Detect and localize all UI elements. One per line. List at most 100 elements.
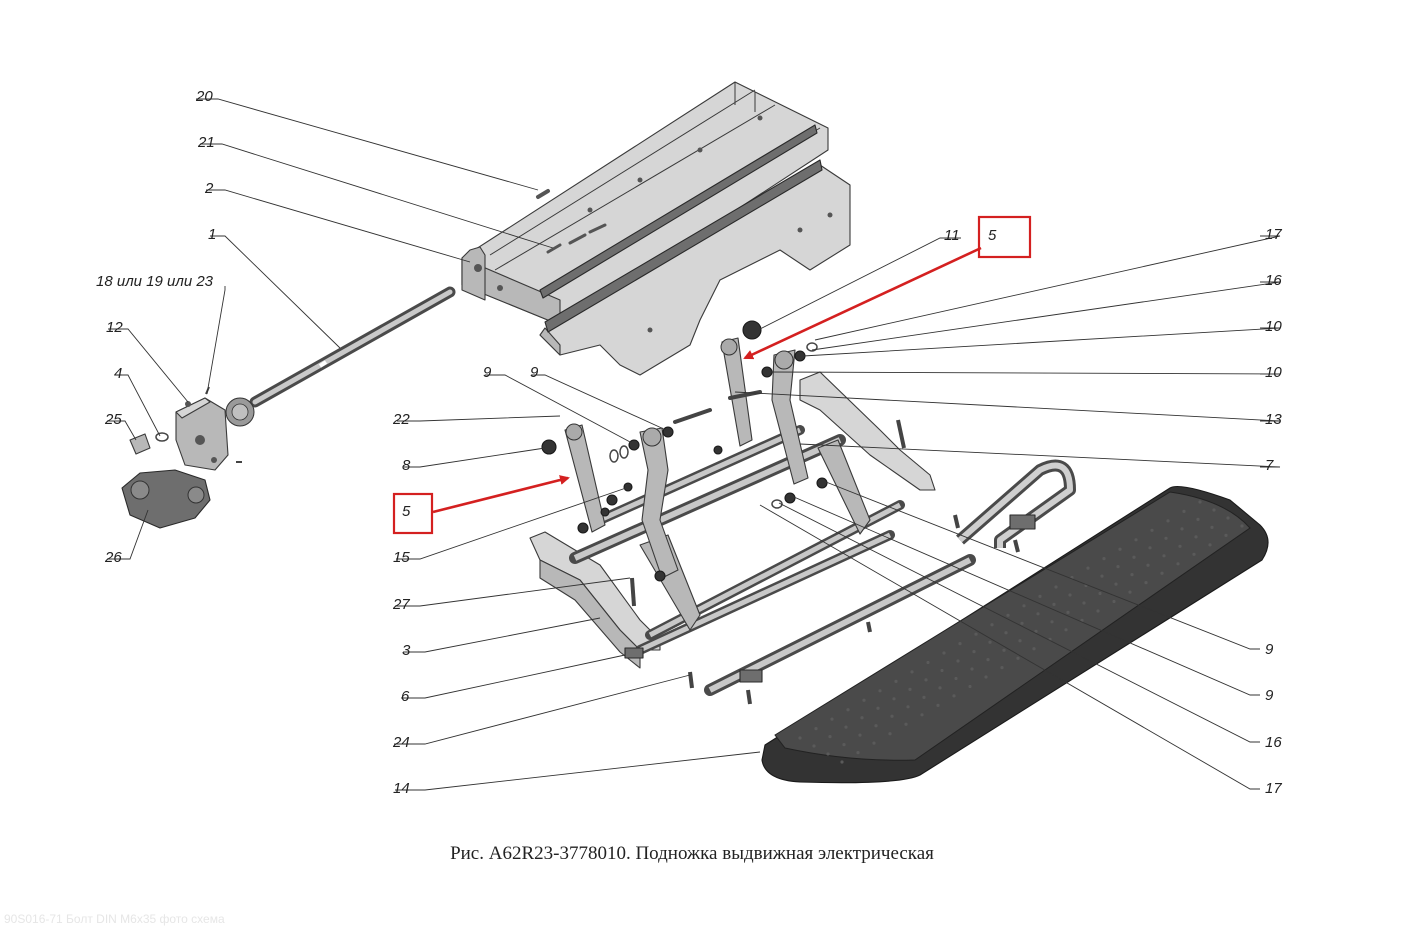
highlight-part-5 [392,215,1032,535]
tread-dot [938,686,942,690]
callout-10-a: 10 [1265,318,1282,335]
callout-7: 7 [1265,457,1274,474]
linkage-levers [564,337,809,579]
tread-dot [876,706,880,710]
tread-dot [1016,656,1020,660]
tread-dot [1020,621,1024,625]
callout-22: 22 [392,411,410,428]
callout-27: 27 [392,596,410,613]
tread-dot [830,717,834,721]
tread-dot [878,689,882,693]
callout-25: 25 [104,411,122,428]
callout-9-right-a: 9 [1265,641,1274,658]
callout-16-bottom: 16 [1265,734,1282,751]
leader-lines [107,98,1281,791]
tread-dot [1066,610,1070,615]
tread-dot [1240,524,1244,528]
tread-dot [1052,602,1056,607]
callout-4: 4 [114,365,122,382]
tread-dot [922,695,926,700]
tread-dot [1144,581,1148,585]
callout-17-bottom: 17 [1265,780,1282,797]
tread-dot [986,658,990,662]
tread-dot [1064,628,1068,632]
tread-dot [968,684,972,689]
tread-dot [1160,571,1164,575]
tread-dot [1080,618,1084,623]
tread-dot [858,733,862,737]
tread-dot [1162,554,1166,558]
tread-dot [1116,565,1120,569]
callout-20: 20 [195,88,213,105]
tread-dot [1002,648,1006,652]
tread-dot [1114,582,1118,586]
drive-shaft [249,286,456,408]
tread-dot [1086,566,1090,570]
callout-labels: 20 21 2 1 18 или 19 или 23 12 4 25 26 9 … [96,88,1282,797]
tread-dot [892,697,896,701]
tread-dot [988,640,992,644]
tread-dot [1004,631,1008,635]
callout-15: 15 [393,549,410,566]
tread-dot [926,660,930,665]
callout-12: 12 [106,319,123,336]
tread-dot [842,743,846,747]
tread-dot [826,752,830,756]
tread-dot [890,714,894,718]
tread-dot [872,741,876,745]
tread-dot [1176,562,1180,566]
tread-dot [1198,500,1202,504]
tread-dot [1098,591,1102,596]
tread-dot [1194,535,1198,539]
callout-26: 26 [104,549,122,566]
tread-dot [904,722,908,726]
callout-16-top: 16 [1265,272,1282,289]
motor-assembly [121,432,211,529]
callout-9-left-a: 9 [483,364,492,381]
tread-dot [1102,557,1106,561]
callout-21: 21 [197,134,215,151]
tread-dot [1068,593,1072,597]
step-tread-pattern [798,500,1244,764]
tread-dot [856,751,860,755]
callout-5-right: 5 [988,227,997,244]
callout-13: 13 [1265,411,1282,428]
tread-dot [1034,629,1038,633]
tread-dot [840,760,844,764]
bracket-bolts [536,189,607,254]
tread-dot [1210,525,1214,530]
figure-caption: Рис. A62R23-3778010. Подножка выдвижная … [0,843,1404,865]
tread-dot [1226,516,1230,520]
fasteners [541,320,1020,705]
tread-dot [1196,517,1200,522]
callout-5-left: 5 [402,503,411,520]
tread-dot [936,703,940,708]
tread-dot [1054,585,1058,589]
tread-dot [844,725,848,729]
tread-dot [1032,647,1036,651]
tread-dot [1224,533,1228,538]
gear-reducer [175,386,255,471]
callout-6: 6 [401,688,410,705]
callout-14: 14 [393,780,410,797]
tread-dot [954,676,958,681]
callout-9-right-b: 9 [1265,687,1274,704]
highlight-box-right [977,215,1032,259]
tread-dot [1192,552,1196,556]
tread-dot [1100,574,1104,578]
tread-dot [1128,590,1132,594]
tread-dot [1180,527,1184,531]
tread-dot [970,667,974,671]
callout-17-top: 17 [1265,226,1282,243]
tread-dot [924,678,928,682]
tread-dot [990,623,994,627]
callout-11: 11 [944,227,960,244]
tread-dot [908,687,912,692]
tread-dot [1212,508,1216,512]
tread-dot [1208,543,1212,547]
tread-dot [1150,528,1154,532]
tread-dot [942,651,946,655]
tread-dot [1082,601,1086,605]
callout-18-19-23: 18 или 19 или 23 [96,273,214,290]
